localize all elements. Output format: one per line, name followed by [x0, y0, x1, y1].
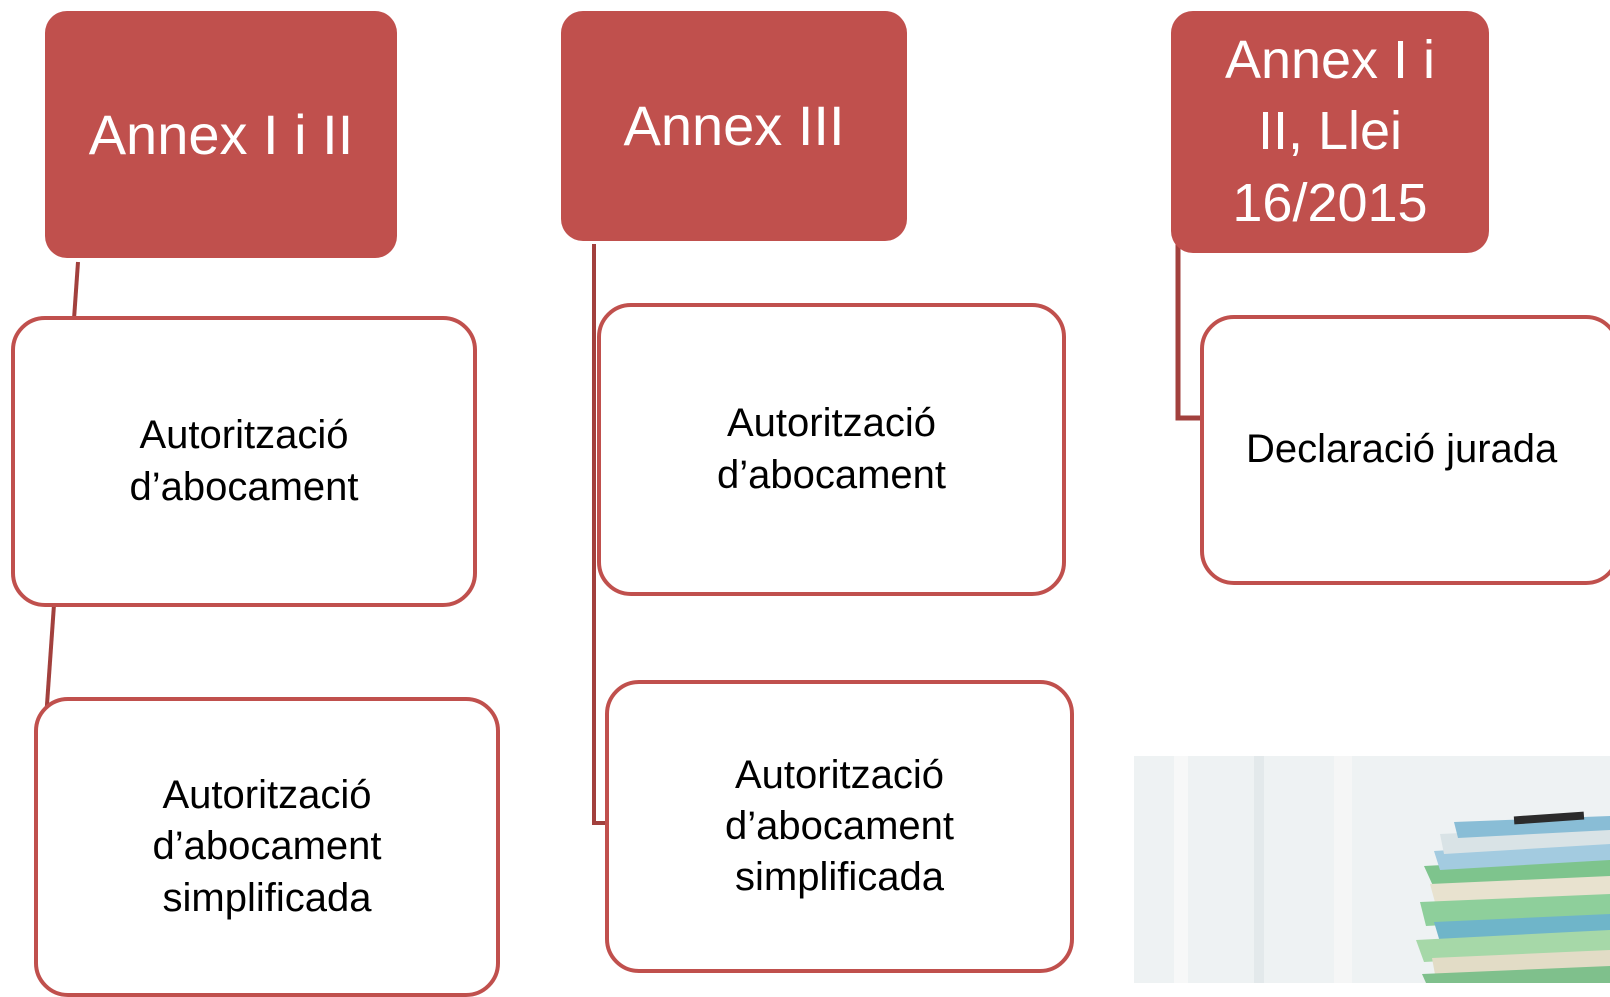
folders-illustration — [1134, 756, 1610, 983]
header-annex-1-2-llei: Annex I i II, Llei 16/2015 — [1171, 11, 1489, 253]
child-label: Declaració jurada — [1246, 427, 1558, 472]
child-box-col2-1: Autorització d’abocament — [597, 303, 1066, 596]
connector-col3 — [1175, 240, 1200, 421]
child-box-col3-1: Declaració jurada — [1200, 315, 1610, 585]
header-label: Annex III — [623, 94, 845, 158]
child-box-col1-2: Autorització d’abocament simplificada — [34, 697, 500, 997]
child-box-col2-2: Autorització d’abocament simplificada — [605, 680, 1074, 973]
header-label: Annex I i II, Llei 16/2015 — [1224, 30, 1436, 233]
header-label: Annex I i II — [88, 102, 354, 166]
child-box-col1-1: Autorització d’abocament — [11, 316, 477, 607]
header-annex-3: Annex III — [561, 11, 907, 241]
header-annex-1-2: Annex I i II — [45, 11, 397, 258]
connector-col2 — [592, 244, 605, 825]
stack-of-folders-photo — [1134, 756, 1610, 983]
child-label: Autorització d’abocament — [129, 413, 359, 509]
child-label: Autorització d’abocament — [716, 401, 947, 497]
child-label: Autorització d’abocament simplificada — [152, 773, 382, 920]
child-label: Autorització d’abocament simplificada — [724, 752, 955, 900]
